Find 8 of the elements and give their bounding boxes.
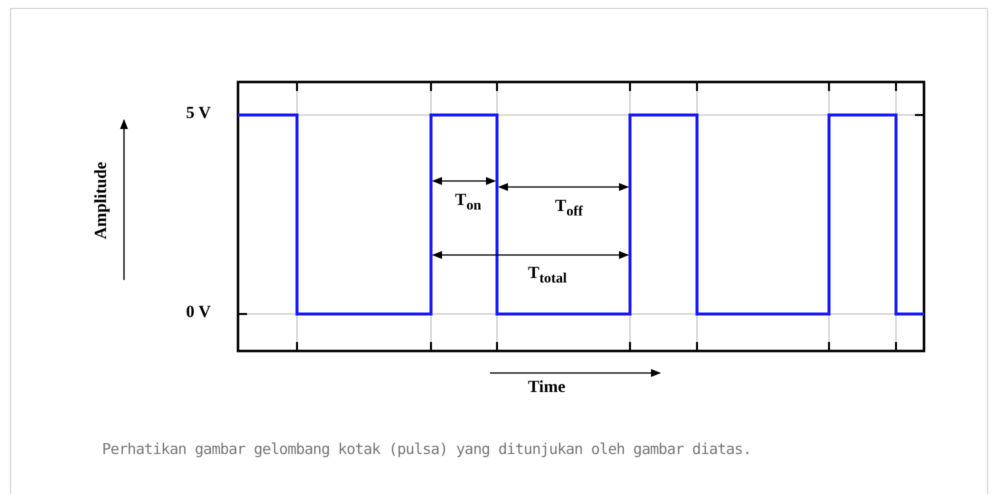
axis-label: Amplitude xyxy=(92,161,109,239)
dimension-label: T$_{on}$ xyxy=(455,191,482,213)
tick-label: 5 V xyxy=(186,104,211,121)
dimension-label: T$_{off}$ xyxy=(555,197,583,219)
tick-label: 0 V xyxy=(186,303,211,320)
axis-label: Time xyxy=(528,378,566,395)
caption: Perhatikan gambar gelombang kotak (pulsa) yang ditunjukan oleh gambar diatas. xyxy=(102,442,752,457)
dimension-label: T$_{total}$ xyxy=(528,264,567,286)
